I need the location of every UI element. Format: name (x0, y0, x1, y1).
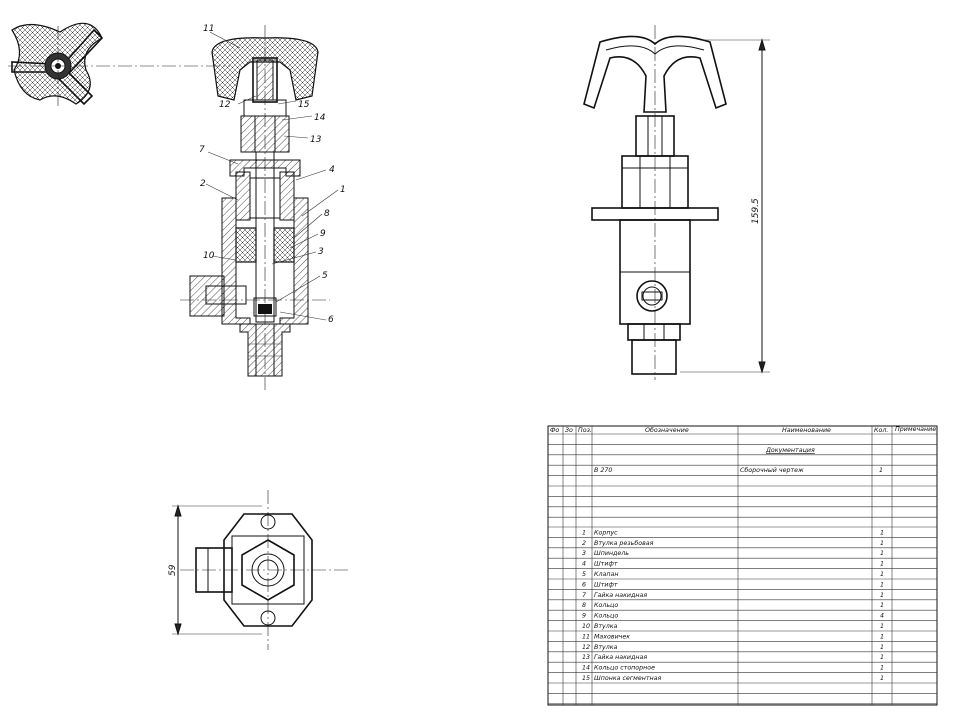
item-position: 6 (582, 581, 586, 588)
item-name: Гайка накидная (594, 592, 647, 599)
item-quantity: 1 (880, 540, 884, 547)
callout-8: 8 (324, 209, 330, 219)
item-name: Клапан (594, 571, 618, 578)
callout-3: 3 (318, 247, 324, 257)
item-name: Штифт (594, 581, 618, 588)
front-view: 159.5 (583, 25, 770, 380)
item-position: 12 (582, 644, 590, 651)
handwheel-top-view (8, 22, 230, 108)
section-documentation: Документация (765, 447, 815, 454)
item-name: Шпиндель (594, 550, 629, 557)
callout-6: 6 (328, 315, 334, 325)
item-name: Штифт (594, 561, 618, 568)
item-quantity: 1 (880, 529, 884, 536)
section-view: 11 12 15 14 13 7 4 2 1 8 9 3 10 5 6 (180, 24, 346, 390)
callout-15: 15 (298, 100, 310, 110)
parts-list-table: Фо Зо Поз. Обозначение Наименование Кол.… (547, 425, 938, 706)
item-quantity: 1 (880, 550, 884, 557)
item-name: Втулка (594, 644, 618, 651)
item-quantity: 1 (880, 675, 884, 682)
header-position: Поз. (578, 427, 592, 434)
callout-12: 12 (219, 100, 231, 110)
item-name: Шпонка сегментная (594, 675, 662, 682)
item-position: 4 (582, 561, 586, 568)
document-quantity: 1 (879, 467, 883, 474)
item-position: 1 (582, 529, 586, 536)
item-quantity: 1 (880, 623, 884, 630)
item-position: 3 (582, 550, 586, 557)
item-position: 7 (582, 592, 586, 599)
callout-7: 7 (199, 145, 205, 155)
item-quantity: 1 (880, 592, 884, 599)
document-designation: В 270 (594, 467, 612, 474)
callout-1: 1 (340, 185, 346, 195)
item-quantity: 1 (880, 602, 884, 609)
item-quantity: 1 (880, 581, 884, 588)
item-name: Гайка накидная (594, 654, 647, 661)
item-name: Кольцо стопорное (594, 665, 655, 672)
header-designation: Обозначение (645, 426, 689, 434)
bottom-view: 59 (168, 490, 350, 650)
item-quantity: 1 (880, 561, 884, 568)
header-format: Фо (550, 427, 559, 434)
document-name: Сборочный чертеж (740, 466, 804, 474)
item-position: 9 (582, 613, 586, 620)
item-quantity: 1 (880, 654, 884, 661)
callout-4: 4 (329, 165, 335, 175)
header-quantity: Кол. (874, 427, 888, 434)
header-note: Примечание (895, 426, 936, 433)
height-dimension: 159.5 (751, 198, 761, 224)
item-quantity: 1 (880, 633, 884, 640)
header-name: Наименование (782, 427, 831, 434)
callout-9: 9 (320, 229, 326, 239)
item-position: 5 (582, 571, 586, 578)
item-position: 2 (582, 540, 586, 547)
item-quantity: 1 (880, 571, 884, 578)
callout-13: 13 (310, 135, 322, 145)
item-quantity: 1 (880, 644, 884, 651)
item-position: 11 (582, 633, 590, 640)
callout-2: 2 (200, 179, 206, 189)
callout-5: 5 (322, 271, 328, 281)
callout-14: 14 (314, 113, 326, 123)
callout-10: 10 (203, 251, 215, 261)
item-position: 15 (582, 675, 590, 682)
item-name: Кольцо (594, 613, 618, 620)
item-quantity: 4 (880, 613, 884, 620)
header-zone: Зо (565, 427, 573, 434)
item-name: Втулка резьбовая (594, 539, 654, 547)
item-name: Маховичек (594, 633, 630, 640)
width-dimension: 59 (168, 564, 178, 576)
item-name: Втулка (594, 623, 618, 630)
item-position: 14 (582, 665, 590, 672)
item-position: 10 (582, 623, 590, 630)
callout-11: 11 (203, 24, 214, 34)
item-position: 13 (582, 654, 590, 661)
callout-leaders (205, 31, 339, 321)
item-name: Кольцо (594, 602, 618, 609)
item-quantity: 1 (880, 665, 884, 672)
item-name: Корпус (594, 529, 618, 536)
item-position: 8 (582, 602, 586, 609)
